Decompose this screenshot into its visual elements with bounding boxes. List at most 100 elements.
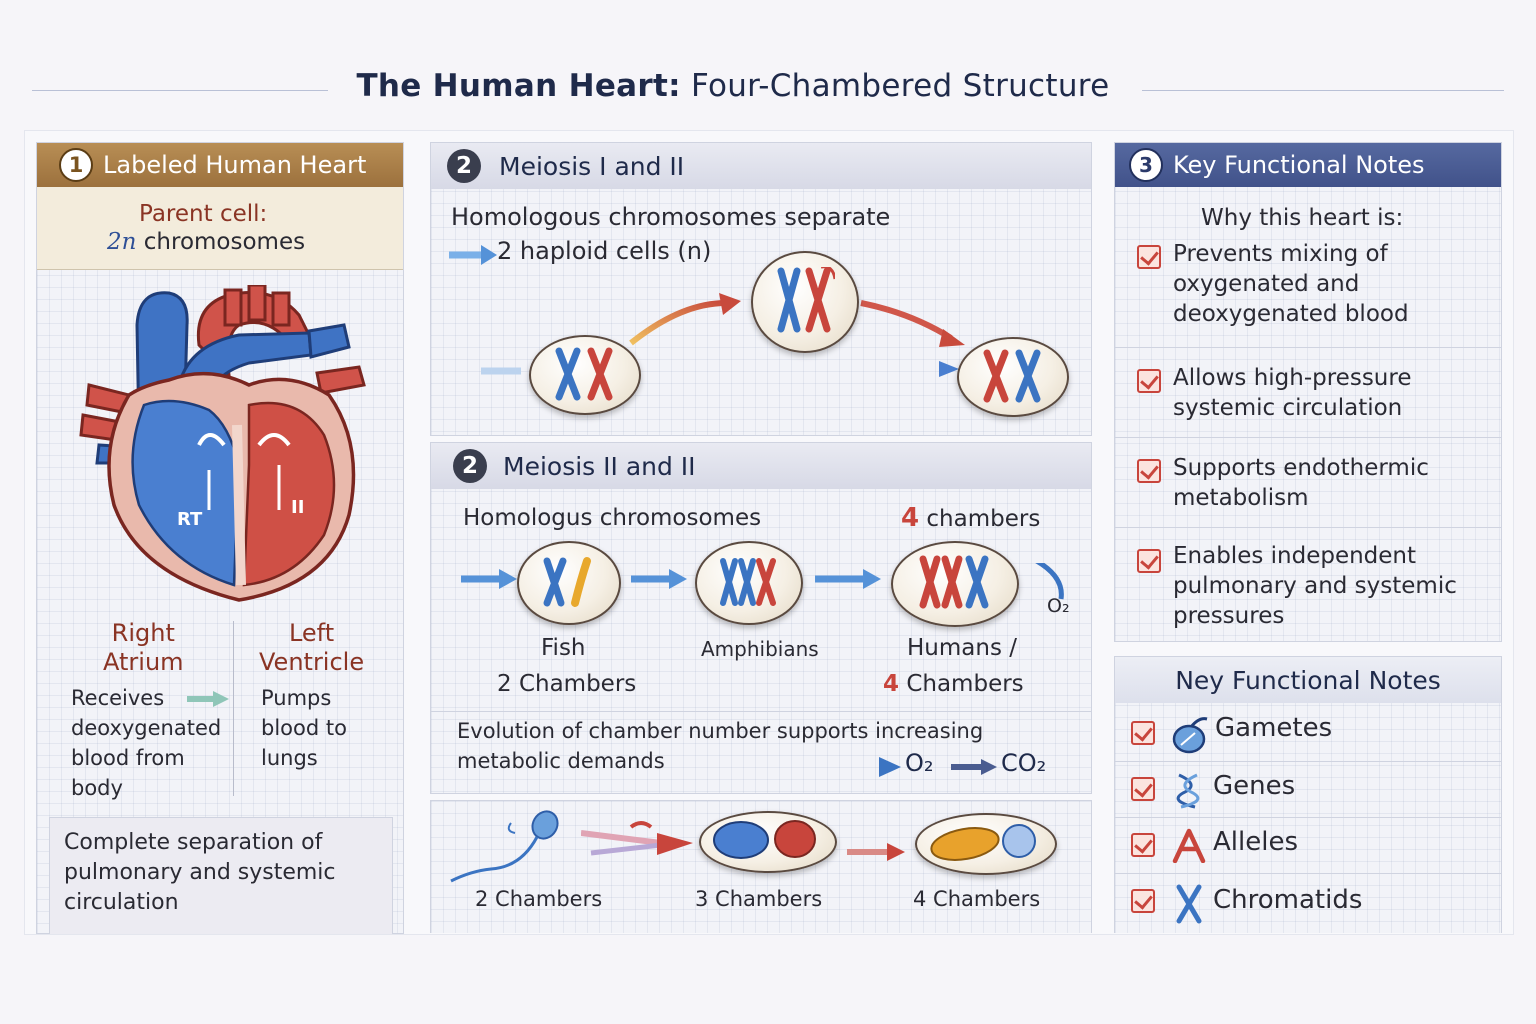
divider bbox=[1115, 873, 1501, 874]
evolution-text-1: Evolution of chamber number supports inc… bbox=[457, 719, 984, 743]
chromosomes-icon bbox=[919, 555, 989, 609]
heart-illustration: RT II bbox=[79, 285, 366, 602]
chromatid-icon bbox=[1176, 884, 1202, 924]
panel-number: 1 bbox=[59, 148, 93, 182]
allele-icon bbox=[1172, 828, 1206, 863]
parent-cell-value: 2n chromosomes bbox=[107, 229, 306, 255]
divider bbox=[1115, 761, 1501, 762]
co2-text: CO₂ bbox=[1001, 749, 1047, 777]
cell-nuclei bbox=[713, 820, 816, 859]
svg-text:RT: RT bbox=[177, 509, 203, 530]
checkbox-icon bbox=[1131, 889, 1155, 913]
fish-chambers: 2 Chambers bbox=[497, 671, 637, 697]
item-gametes: Gametes bbox=[1215, 713, 1333, 743]
panel-ney-notes-header: Ney Functional Notes bbox=[1115, 657, 1501, 703]
panel-ney-notes: Ney Functional Notes Gametes Genes Allel… bbox=[1114, 656, 1502, 933]
panel-title: Ney Functional Notes bbox=[1175, 665, 1441, 695]
gene-icon bbox=[1176, 773, 1200, 809]
parent-cell-box: Parent cell: 2n chromosomes bbox=[37, 187, 403, 270]
parent-cell-label: Parent cell: bbox=[139, 201, 268, 227]
panel-number: 2 bbox=[447, 149, 481, 183]
panel-key-notes-header: 3 Key Functional Notes bbox=[1115, 143, 1501, 187]
arrow-icon bbox=[581, 821, 693, 856]
divider bbox=[1115, 437, 1501, 438]
separation-note: Complete separation of pulmonary and sys… bbox=[49, 817, 393, 934]
panel-meiosis-2: 2 Meiosis II and II Homologus chromosome… bbox=[430, 442, 1092, 794]
chamber-label-4: 4 Chambers bbox=[913, 887, 1041, 911]
chromosomes-icon bbox=[543, 557, 591, 607]
arrow-icon bbox=[187, 691, 229, 707]
evolution-arrows bbox=[461, 563, 1064, 600]
title-rule-left bbox=[32, 90, 328, 91]
chamber-label-3: 3 Chambers bbox=[695, 887, 823, 911]
panel-meiosis-1: 2 Meiosis I and II Homologous chromosome… bbox=[430, 142, 1092, 436]
sperm-icon bbox=[450, 810, 559, 883]
haploid-cells-text: 2 haploid cells (n) bbox=[497, 237, 712, 265]
fish-label: Fish bbox=[541, 635, 586, 661]
chromosomes-icon bbox=[555, 347, 613, 401]
item-alleles: Alleles bbox=[1213, 827, 1298, 857]
divider bbox=[431, 711, 1091, 712]
cell-nuclei bbox=[930, 824, 1036, 861]
checkbox-icon bbox=[1131, 721, 1155, 745]
panel-heart-header: 1 Labeled Human Heart bbox=[37, 143, 403, 187]
title-rule-right bbox=[1142, 90, 1504, 91]
divider bbox=[1115, 817, 1501, 818]
sperm-icon bbox=[1172, 717, 1208, 754]
panel-heart: 1 Labeled Human Heart Parent cell: 2n ch… bbox=[36, 142, 404, 934]
divider bbox=[1115, 347, 1501, 348]
homologus-label: Homologus chromosomes bbox=[463, 505, 762, 531]
o2-label: O₂ bbox=[1047, 595, 1070, 617]
checkbox-icon bbox=[1137, 549, 1161, 573]
checkbox-icon bbox=[1137, 245, 1161, 269]
right-atrium-desc: Receives deoxygenated blood from body bbox=[71, 686, 222, 800]
divider bbox=[1115, 527, 1501, 528]
panel-number: 2 bbox=[453, 449, 487, 483]
arrow-icon bbox=[951, 759, 997, 775]
panel-meiosis-1-header: 2 Meiosis I and II bbox=[431, 143, 1091, 189]
meiosis-diagram bbox=[481, 293, 965, 377]
daughter-cells bbox=[957, 337, 1069, 417]
panel-chambers: 2 Chambers 3 Chambers 4 Chambers bbox=[430, 800, 1092, 933]
chromosomes-icon bbox=[720, 558, 776, 606]
svg-text:II: II bbox=[291, 497, 304, 518]
parent-cell bbox=[529, 335, 641, 415]
panel-meiosis-2-header: 2 Meiosis II and II bbox=[431, 443, 1091, 489]
o2-text: O₂ bbox=[905, 749, 934, 777]
panel-key-notes: 3 Key Functional Notes Why this heart is… bbox=[1114, 142, 1502, 642]
chamber-label-2: 2 Chambers bbox=[475, 887, 603, 911]
chromosomes-icon bbox=[983, 349, 1041, 403]
page-title: The Human Heart: Four-Chambered Structur… bbox=[356, 68, 1110, 104]
panel-title: Key Functional Notes bbox=[1173, 151, 1425, 179]
item-chromatids: Chromatids bbox=[1213, 885, 1363, 915]
evolution-text-2: metabolic demands bbox=[457, 749, 665, 773]
arrow-icon bbox=[449, 245, 497, 265]
left-ventricle-desc: Pumps blood to lungs bbox=[261, 686, 347, 770]
panel-number: 3 bbox=[1129, 148, 1163, 182]
checkbox-icon bbox=[1137, 459, 1161, 483]
item-genes: Genes bbox=[1213, 771, 1296, 801]
intro-text: Why this heart is: bbox=[1201, 205, 1404, 231]
gradient-arrow bbox=[719, 757, 901, 777]
fish-cell bbox=[517, 541, 621, 625]
humans-label: Humans / bbox=[907, 635, 1017, 661]
checkbox-icon bbox=[1131, 777, 1155, 801]
checkbox-icon bbox=[1131, 833, 1155, 857]
panel-title: Meiosis II and II bbox=[503, 451, 696, 481]
checkbox-icon bbox=[1137, 369, 1161, 393]
amphibians-label: Amphibians bbox=[701, 637, 819, 661]
arrow-icon bbox=[847, 843, 905, 861]
dividing-cell bbox=[751, 251, 859, 353]
homologous-separate-text: Homologous chromosomes separate bbox=[451, 203, 891, 231]
chromosomes-icon bbox=[777, 267, 835, 333]
panel-title: Meiosis I and II bbox=[499, 151, 685, 181]
panel-title: Labeled Human Heart bbox=[103, 151, 367, 179]
chambers-header: 4 chambers bbox=[901, 503, 1041, 533]
label-divider bbox=[233, 621, 234, 796]
